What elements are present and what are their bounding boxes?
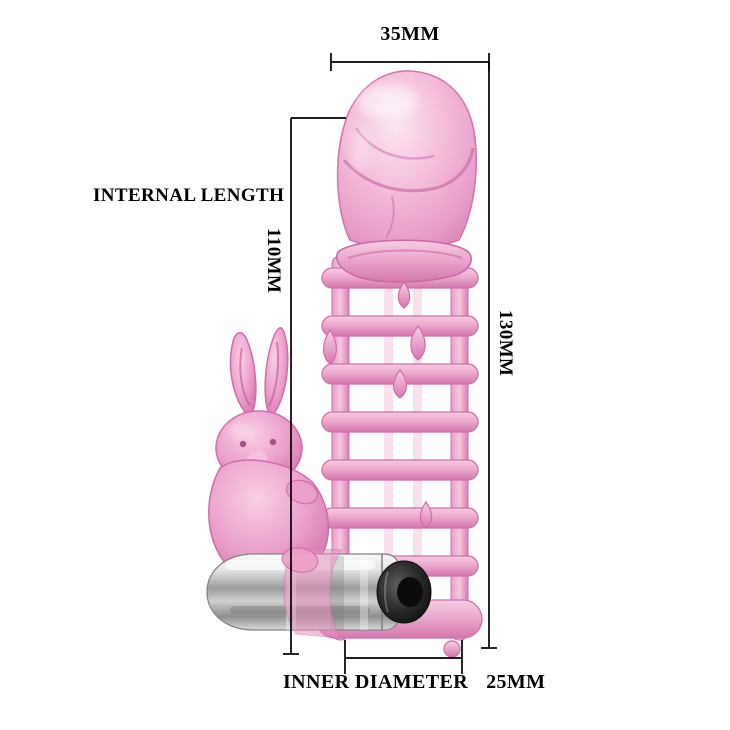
bullet-motor <box>206 547 432 639</box>
rabbit-stimulator <box>208 327 330 583</box>
sleeve-head <box>336 70 478 250</box>
inner-diameter-label: INNER DIAMETER <box>283 671 469 693</box>
internal-length-label: INTERNAL LENGTH <box>93 185 285 206</box>
top-width-label: 35MM <box>380 23 440 45</box>
overall-length-label: 130MM <box>495 310 516 377</box>
inner-diameter-value: 25MM <box>486 671 546 693</box>
inner-diameter-label-group: INNER DIAMETER 25MM <box>283 671 545 694</box>
sleeve-collar <box>336 239 472 283</box>
texture-drops <box>323 280 461 658</box>
dimension-lines <box>283 53 497 674</box>
internal-length-value-label: 110MM <box>263 228 284 294</box>
